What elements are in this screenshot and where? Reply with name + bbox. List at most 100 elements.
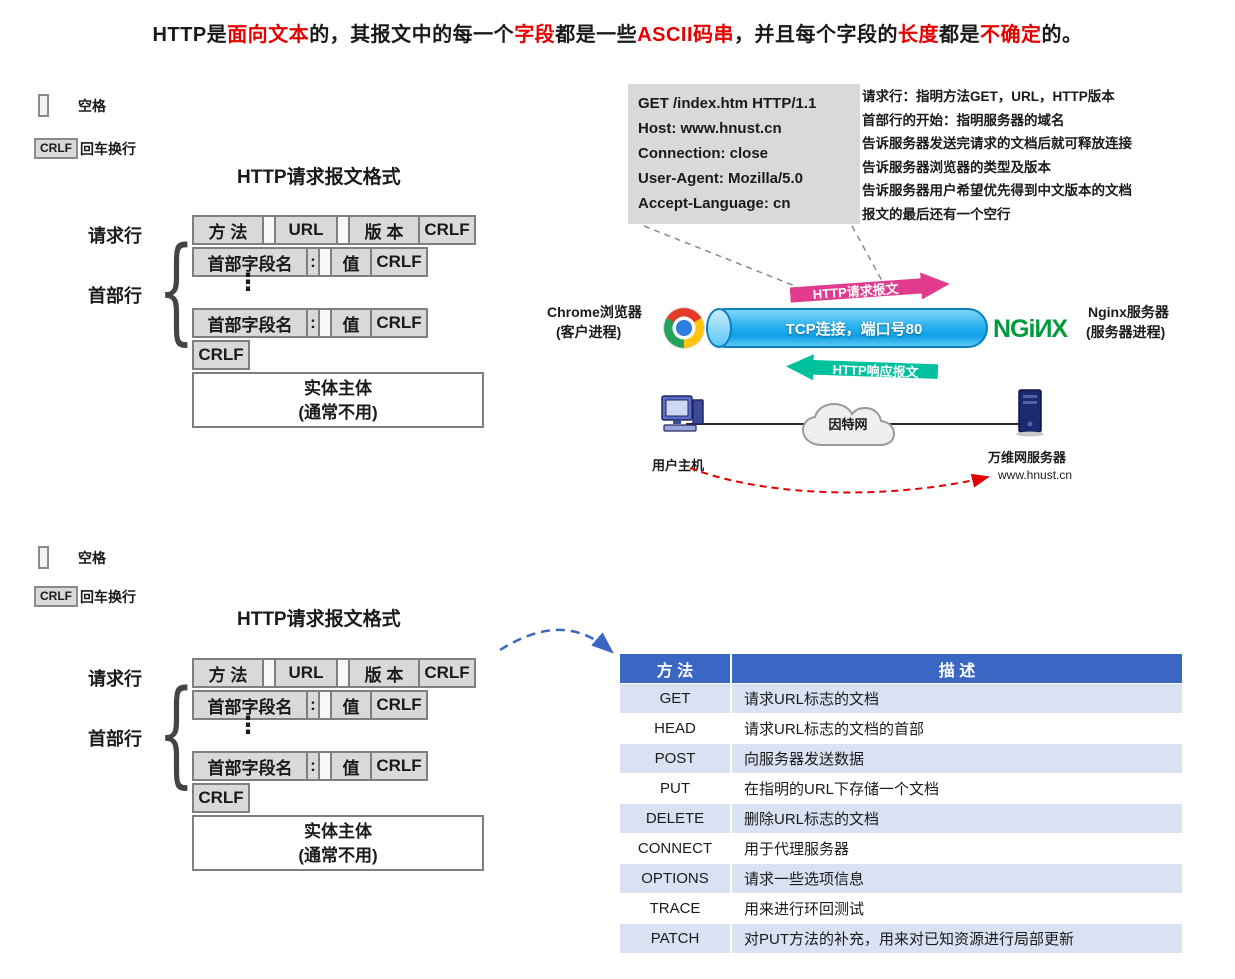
method-description: 请求URL标志的文档 xyxy=(744,691,880,708)
header-field-name-cell: 首部字段名 xyxy=(192,247,308,277)
table-row: CONNECT 用于代理服务器 xyxy=(620,833,1182,863)
title-seg: 都是一些 xyxy=(555,24,638,46)
method-name: POST xyxy=(620,744,732,773)
header-lines-brace: { xyxy=(158,666,195,800)
entity-body-box: 实体主体 (通常不用) xyxy=(192,815,484,871)
method-description: 请求一些选项信息 xyxy=(744,871,865,888)
crlf-cell: CRLF xyxy=(192,340,250,370)
http-format-diagram-bottom: 请求行 { 首部行 方 法 URL 版 本 CRLF 首部字段名 : 值 CRL… xyxy=(88,655,518,900)
method-name: DELETE xyxy=(620,804,732,833)
pipe-cap-icon xyxy=(706,308,732,348)
table-row: PUT 在指明的URL下存储一个文档 xyxy=(620,773,1182,803)
request-line-row: 方 法 URL 版 本 CRLF xyxy=(192,215,476,245)
table-header-description: 描 述 xyxy=(938,662,976,680)
crlf-cell: CRLF xyxy=(370,690,428,720)
crlf-legend-label: 回车换行 xyxy=(80,589,136,605)
table-row: POST 向服务器发送数据 xyxy=(620,743,1182,773)
annotation-line: 告诉服务器发送完请求的文档后就可释放连接 xyxy=(862,136,1132,151)
chrome-icon xyxy=(664,308,704,348)
format-heading-top: HTTP请求报文格式 xyxy=(237,167,401,188)
cloud-shape xyxy=(801,402,896,446)
method-name: PATCH xyxy=(620,924,732,953)
callout-dashed-line xyxy=(643,225,801,289)
title-seg: 的。 xyxy=(1041,24,1083,46)
header-field-name-cell: 首部字段名 xyxy=(192,308,308,338)
method-name: CONNECT xyxy=(620,834,732,863)
value-cell: 值 xyxy=(330,308,372,338)
entity-body-line1: 实体主体 xyxy=(304,379,372,398)
value-cell: 值 xyxy=(330,690,372,720)
internet-cloud: 因特网 xyxy=(798,399,898,451)
title-seg-highlight: ASCII码串 xyxy=(637,24,735,46)
crlf-cell: CRLF xyxy=(370,308,428,338)
value-cell: 值 xyxy=(330,751,372,781)
crlf-cell: CRLF xyxy=(192,783,250,813)
blue-dashed-pointer xyxy=(499,628,614,654)
space-legend-label: 空格 xyxy=(78,98,106,114)
version-cell: 版 本 xyxy=(348,658,420,688)
header-line-row: 首部字段名 : 值 CRLF xyxy=(192,247,428,277)
web-server-label: 万维网服务器 xyxy=(988,450,1067,465)
http-format-diagram-top: 请求行 { 首部行 方 法 URL 版 本 CRLF 首部字段名 : 值 CRL… xyxy=(88,212,518,457)
example-line: GET /index.htm HTTP/1.1 xyxy=(638,95,817,112)
method-name: GET xyxy=(620,684,732,713)
space-symbol-icon xyxy=(38,546,49,569)
method-description: 删除URL标志的文档 xyxy=(744,811,880,828)
crlf-row: CRLF xyxy=(192,783,250,813)
red-dashed-request-path xyxy=(689,467,990,494)
web-server-domain: www.hnust.cn xyxy=(998,468,1073,482)
crlf-cell: CRLF xyxy=(370,751,428,781)
server-role-label: (服务器进程) xyxy=(1086,324,1166,340)
annotation-line: 告诉服务器浏览器的类型及版本 xyxy=(862,159,1051,175)
annotation-line: 请求行：指明方法GET，URL，HTTP版本 xyxy=(862,89,1115,104)
client-name-label: Chrome浏览器 xyxy=(547,304,642,320)
entity-body-line1: 实体主体 xyxy=(304,822,372,841)
example-annotations: 请求行：指明方法GET，URL，HTTP版本 首部行的开始：指明服务器的域名 告… xyxy=(862,85,1234,226)
annotation-line: 告诉服务器用户希望优先得到中文版本的文档 xyxy=(862,183,1132,198)
table-row: DELETE 删除URL标志的文档 xyxy=(620,803,1182,833)
nginx-logo: NGiИX xyxy=(993,315,1068,343)
http-request-arrow: HTTP请求报文 xyxy=(789,270,950,308)
example-line: Host: www.hnust.cn xyxy=(638,120,782,137)
value-cell: 值 xyxy=(330,247,372,277)
crlf-symbol-icon: CRLF xyxy=(34,586,78,607)
crlf-cell: CRLF xyxy=(370,247,428,277)
url-cell: URL xyxy=(274,658,338,688)
entity-body-line2: (通常不用) xyxy=(298,403,378,422)
title-seg: 的，其报文中的每一个 xyxy=(309,24,515,46)
method-description: 在指明的URL下存储一个文档 xyxy=(744,781,940,798)
method-name: HEAD xyxy=(620,714,732,743)
table-header-method: 方 法 xyxy=(620,654,732,683)
title-seg: 都是 xyxy=(939,24,981,46)
header-lines-label: 首部行 xyxy=(88,286,142,306)
url-cell: URL xyxy=(274,215,338,245)
ellipsis-dots: ⋮ xyxy=(236,712,260,739)
request-line-label: 请求行 xyxy=(88,669,142,689)
server-name-label: Nginx服务器 xyxy=(1088,304,1169,320)
http-request-arrow-label: HTTP请求报文 xyxy=(812,281,900,302)
http-response-arrow-label: HTTP响应报文 xyxy=(832,361,919,380)
example-line: Connection: close xyxy=(638,145,769,162)
web-server-icon xyxy=(1012,388,1048,443)
request-line-row: 方 法 URL 版 本 CRLF xyxy=(192,658,476,688)
crlf-legend-label: 回车换行 xyxy=(80,141,136,157)
header-field-name-cell: 首部字段名 xyxy=(192,690,308,720)
http-response-arrow: HTTP响应报文 xyxy=(786,353,939,384)
method-description: 用来进行环回测试 xyxy=(744,901,865,918)
title-seg: ，并且每个字段的 xyxy=(734,24,899,46)
request-line-label: 请求行 xyxy=(88,226,142,246)
table-row: PATCH 对PUT方法的补充，用来对已知资源进行局部更新 xyxy=(620,923,1182,953)
example-line: Accept-Language: cn xyxy=(638,195,791,212)
format-heading-bottom: HTTP请求报文格式 xyxy=(237,609,401,630)
header-line-row: 首部字段名 : 值 CRLF xyxy=(192,690,428,720)
crlf-cell: CRLF xyxy=(418,215,476,245)
title-seg-highlight: 不确定 xyxy=(980,24,1042,46)
method-name: OPTIONS xyxy=(620,864,732,893)
title-seg-highlight: 字段 xyxy=(514,24,556,46)
version-cell: 版 本 xyxy=(348,215,420,245)
crlf-symbol-icon: CRLF xyxy=(34,138,78,159)
table-row: OPTIONS 请求一些选项信息 xyxy=(620,863,1182,893)
tcp-pipe: TCP连接，端口号80 xyxy=(706,308,988,348)
method-description: 请求URL标志的文档的首部 xyxy=(744,721,925,738)
page-title: HTTP是面向文本的，其报文中的每一个字段都是一些ASCII码串，并且每个字段的… xyxy=(0,18,1235,47)
